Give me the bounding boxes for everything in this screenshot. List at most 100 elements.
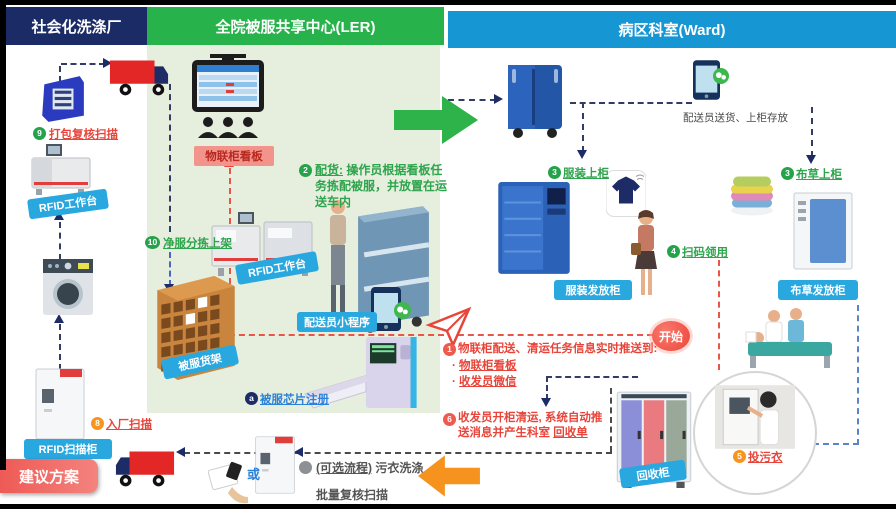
frame-top <box>0 0 896 5</box>
flow-line <box>610 388 612 452</box>
step-9-label: 打包复核扫描 <box>49 129 118 141</box>
step-6-line1: 收发员开柜清运, 系统自动推 <box>458 412 603 424</box>
nurse-person-icon <box>629 208 663 300</box>
flow-line <box>169 84 171 232</box>
flow-line <box>857 305 859 445</box>
flow-line <box>448 99 496 101</box>
orange-return-arrow <box>416 453 482 499</box>
step-6-underline: 回收单 <box>553 427 588 439</box>
step-2-head: 配货: <box>315 163 343 177</box>
step-6-badge: 6 <box>443 413 456 426</box>
flow-line <box>61 63 105 65</box>
phone-icon <box>371 287 401 331</box>
column-header-linen-center: 全院被服共享中心(LER) <box>147 7 444 45</box>
flow-line <box>718 260 720 370</box>
step-a-label: 被服芯片注册 <box>260 394 329 406</box>
flow-arrow <box>806 155 816 164</box>
optional-wash-cabinet-icon <box>254 430 296 500</box>
step-3a-badge: 3 <box>548 166 561 179</box>
or-label: 或 <box>247 467 261 482</box>
step-3a-label: 服装上柜 <box>563 168 609 180</box>
step-2-body: 操作员根据看板任务拣配被服，并放置在运送车内 <box>315 163 448 209</box>
handheld-scanner-icon <box>206 456 254 506</box>
step-1-item: · 物联柜看板 <box>452 359 517 374</box>
start-badge: 开始 <box>652 321 690 351</box>
optional-process-underline: (可选流程) <box>316 461 372 475</box>
flow-line <box>546 376 548 400</box>
wechat-icon <box>713 68 729 84</box>
flow-line <box>59 222 61 260</box>
step-5-badge: 5 <box>733 450 746 463</box>
washing-machine-icon <box>43 258 93 316</box>
chip-register-kiosk-icon <box>303 335 440 410</box>
rfid-scan-cabinet-label: RFID扫描柜 <box>24 439 112 459</box>
step-8-badge: 8 <box>91 417 104 430</box>
truck-icon <box>108 52 170 100</box>
tshirt-icon <box>606 170 646 217</box>
step-4-label: 扫码领用 <box>682 247 728 259</box>
wechat-icon <box>394 302 411 319</box>
flow-line <box>582 102 584 152</box>
deliver-note: 配送员送货、上柜存放 <box>683 112 788 124</box>
flow-arrow <box>541 398 551 407</box>
flow-arrow <box>577 150 587 159</box>
column-header-laundry-factory: 社会化洗涤厂 <box>6 7 147 45</box>
flow-arrow <box>103 58 112 68</box>
frame-bottom <box>0 504 896 509</box>
proposal-banner: 建议方案 <box>0 459 98 493</box>
step-8-label: 入厂扫描 <box>106 419 152 431</box>
frame-left <box>0 0 6 470</box>
header-ward-label: 病区科室(Ward) <box>618 22 726 39</box>
closed-linen-cart-icon <box>504 62 566 140</box>
green-flow-arrow <box>392 92 480 148</box>
linen-dispenser-label: 布草发放柜 <box>778 280 858 300</box>
step-1-item1-label: 物联柜看板 <box>459 360 517 372</box>
clothes-dispenser-cabinet-icon <box>496 180 572 278</box>
kanban-board-label: 物联柜看板 <box>194 146 274 166</box>
bullet: · <box>452 376 456 388</box>
batch-scan-label: 批量复核扫描 <box>316 488 389 502</box>
header-factory-label: 社会化洗涤厂 <box>31 18 122 36</box>
rfid-workstation-icon <box>26 142 96 196</box>
step-4-badge: 4 <box>667 245 680 258</box>
recycle-lockers-icon <box>615 386 693 488</box>
flow-arrow <box>294 447 303 457</box>
header-center-label: 全院被服共享中心(LER) <box>215 18 376 36</box>
flow-arrow <box>494 94 503 104</box>
bullet: · <box>452 360 456 372</box>
step-6-text: 收发员开柜清运, 系统自动推送消息并产生科室 回收单 <box>458 411 602 441</box>
step-a-badge: a <box>245 392 258 405</box>
rfid-scan-cabinet-icon <box>34 366 86 442</box>
step-1-item: · 收发员微信 <box>452 375 517 390</box>
flow-line <box>229 334 653 336</box>
step-1-badge: 1 <box>443 343 456 356</box>
step-3b-badge: 3 <box>781 167 794 180</box>
flow-line <box>169 252 171 286</box>
flow-line <box>570 102 692 104</box>
step-10-badge: 10 <box>145 236 160 249</box>
step-2-badge: 2 <box>299 164 312 177</box>
kanban-monitor-icon <box>186 54 270 144</box>
phone-icon <box>693 60 720 100</box>
column-header-ward: 病区科室(Ward) <box>448 11 896 48</box>
operator-person-icon <box>323 196 353 318</box>
step-3b-label: 布草上柜 <box>796 169 842 181</box>
flow-arrow <box>54 211 64 220</box>
flow-line <box>59 324 61 370</box>
flow-line <box>184 452 612 454</box>
dirty-linen-drop-photo <box>715 385 795 449</box>
flow-arrow <box>54 314 64 323</box>
linen-dispenser-cabinet-icon <box>792 190 854 274</box>
step-9-badge: 9 <box>33 127 46 140</box>
step-2-text: 配货: 操作员根据看板任务拣配被服，并放置在运送车内 <box>315 162 451 210</box>
truck-icon <box>114 443 176 491</box>
flow-line <box>793 443 859 445</box>
flow-line <box>546 376 638 378</box>
clothes-dispenser-label: 服装发放柜 <box>554 280 632 300</box>
step-5-label: 投污衣 <box>748 452 783 464</box>
courier-app-label: 配送员小程序 <box>297 312 377 332</box>
hospital-bed-scene-icon <box>744 303 836 371</box>
step-6-line2: 送消息并产生科室 <box>458 427 554 439</box>
optional-process-rest: 污衣洗涤 <box>372 461 424 475</box>
